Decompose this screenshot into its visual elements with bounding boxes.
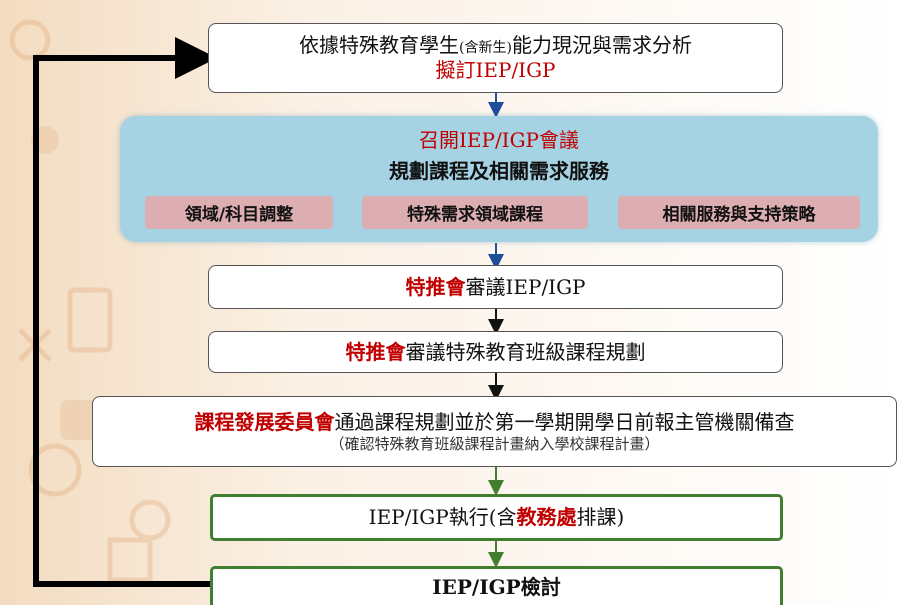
step-iep-execution: IEP/IGP執行(含教務處排課)	[210, 494, 783, 541]
curriculum-note: （確認特殊教育班級課程計畫納入學校課程計畫）	[329, 434, 660, 453]
step-committee-review-curriculum: 特推會審議特殊教育班級課程規劃	[208, 331, 783, 373]
committee-highlight: 特推會	[405, 274, 466, 299]
academic-affairs-highlight: 教務處	[516, 505, 577, 529]
step-draft-iep-line1: 依據特殊教育學生(含新生)能力現況與需求分析	[299, 33, 692, 57]
pill-related-services: 相關服務與支持策略	[618, 196, 860, 229]
pill-special-needs-curriculum: 特殊需求領域課程	[362, 196, 588, 229]
iep-meeting-title: 召開IEP/IGP會議	[418, 128, 580, 152]
step-iep-review: IEP/IGP檢討	[210, 566, 783, 605]
curriculum-committee-highlight: 課程發展委員會	[194, 409, 335, 434]
committee-highlight: 特推會	[345, 339, 406, 364]
step-draft-iep: 依據特殊教育學生(含新生)能力現況與需求分析 擬訂IEP/IGP	[208, 23, 783, 93]
step-committee-review-iep: 特推會審議IEP/IGP	[208, 265, 783, 309]
pill-subject-adjustment: 領域/科目調整	[145, 196, 333, 229]
step-curriculum-committee-approval: 課程發展委員會通過課程規劃並於第一學期開學日前報主管機關備查 （確認特殊教育班級…	[92, 396, 897, 467]
step-draft-iep-line2: 擬訂IEP/IGP	[435, 58, 556, 82]
iep-meeting-subtitle: 規劃課程及相關需求服務	[389, 159, 609, 183]
